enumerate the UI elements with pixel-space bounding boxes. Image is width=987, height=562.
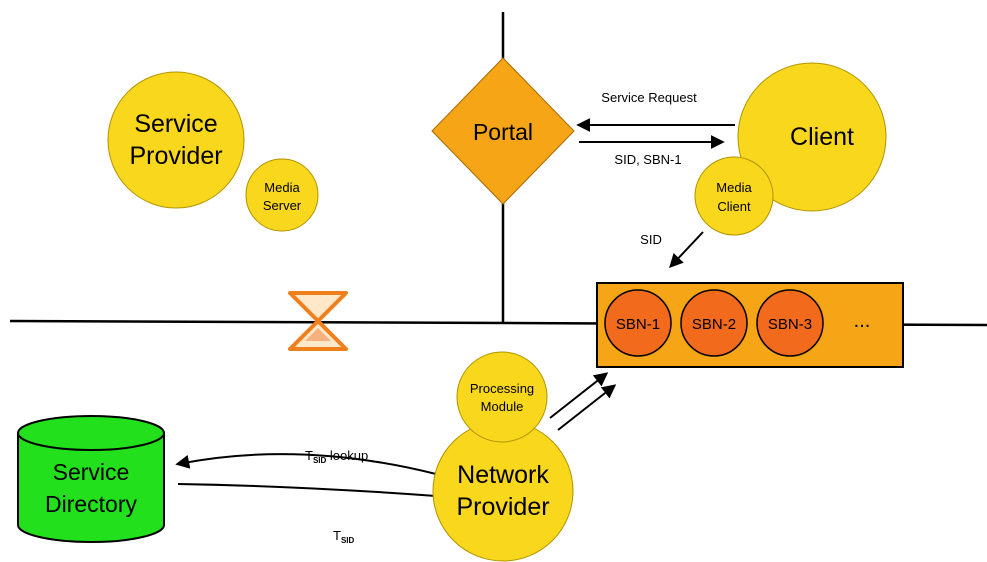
network-provider-label-line2: Provider — [456, 493, 549, 521]
sbn-node: SBN-3 — [756, 289, 824, 357]
sid-sbn1-label: SID, SBN-1 — [614, 152, 681, 167]
service-provider-label-line1: Service — [134, 110, 217, 138]
sid-arrow — [669, 231, 704, 269]
service-directory-label-line2: Directory — [45, 491, 138, 517]
sbn-ellipsis: ... — [854, 310, 871, 332]
media-server-label-line1: Media — [264, 180, 300, 195]
media-server-node: Media Server — [245, 158, 319, 232]
sid-label: SID — [640, 232, 662, 247]
portal-node: Portal — [431, 57, 575, 205]
service-provider-node: Service Provider — [107, 71, 245, 209]
service-directory-label-line1: Service — [53, 459, 130, 485]
network-provider-label-line1: Network — [457, 461, 549, 489]
processing-module-label-line1: Processing — [470, 381, 534, 396]
sbn-bar: SBN-1 SBN-2 SBN-3 ... — [596, 282, 904, 368]
sbn-label: SBN-1 — [616, 316, 660, 333]
service-provider-label-line2: Provider — [129, 142, 222, 170]
network-provider-node: Network Provider — [432, 420, 574, 562]
media-client-label-line1: Media — [716, 180, 752, 195]
tsid-lookup-arrow — [175, 453, 437, 475]
processing-to-sbn-arrow — [557, 384, 617, 431]
service-directory-node: Service Directory — [17, 415, 165, 543]
sbn-node: SBN-1 — [604, 289, 672, 357]
portal-label: Portal — [473, 119, 533, 145]
sbn-node: SBN-2 — [680, 289, 748, 357]
media-server-label-line2: Server — [263, 198, 302, 213]
media-client-label-line2: Client — [717, 199, 751, 214]
tsid-return-arrow — [177, 483, 437, 497]
processing-to-sbn-arrow — [549, 372, 609, 419]
tsid-label: TSID — [333, 528, 355, 545]
tsid-lookup-label: TSID lookup — [305, 448, 368, 465]
client-label: Client — [790, 123, 854, 151]
hourglass-icon — [288, 291, 348, 351]
processing-module-label-line2: Module — [481, 399, 524, 414]
media-client-node: Media Client — [694, 156, 774, 236]
sbn-label: SBN-2 — [692, 316, 736, 333]
service-request-label: Service Request — [601, 90, 697, 105]
client-node: Client — [737, 62, 887, 212]
sbn-label: SBN-3 — [768, 316, 812, 333]
processing-module-node: Processing Module — [456, 351, 548, 443]
